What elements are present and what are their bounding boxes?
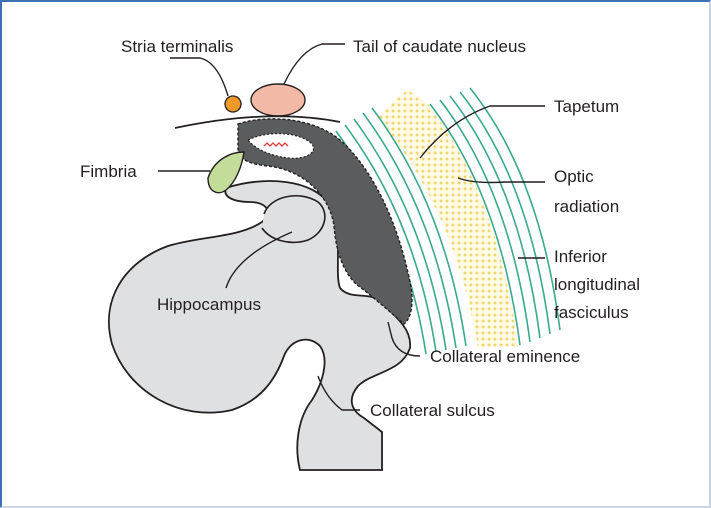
label-hippocampus: Hippocampus xyxy=(157,295,261,314)
label-optic: Optic xyxy=(554,167,594,186)
label-stria-terminalis: Stria terminalis xyxy=(121,37,233,56)
label-tapetum: Tapetum xyxy=(554,97,619,116)
stria-terminalis xyxy=(225,96,241,112)
label-fasciculus: fasciculus xyxy=(554,303,629,322)
label-radiation: radiation xyxy=(554,197,619,216)
label-tail-of-caudate-nucleus: Tail of caudate nucleus xyxy=(353,37,526,56)
dentate-curl xyxy=(262,196,325,243)
label-collateral-eminence: Collateral eminence xyxy=(430,347,580,366)
leader-stria-terminalis xyxy=(170,58,228,96)
leader-tail-of-caudate xyxy=(284,44,345,84)
label-longitudinal: longitudinal xyxy=(554,275,640,294)
tail-of-caudate-nucleus xyxy=(251,84,305,116)
label-inferior: Inferior xyxy=(554,247,607,266)
label-fimbria: Fimbria xyxy=(80,162,137,181)
label-collateral-sulcus: Collateral sulcus xyxy=(370,401,495,420)
